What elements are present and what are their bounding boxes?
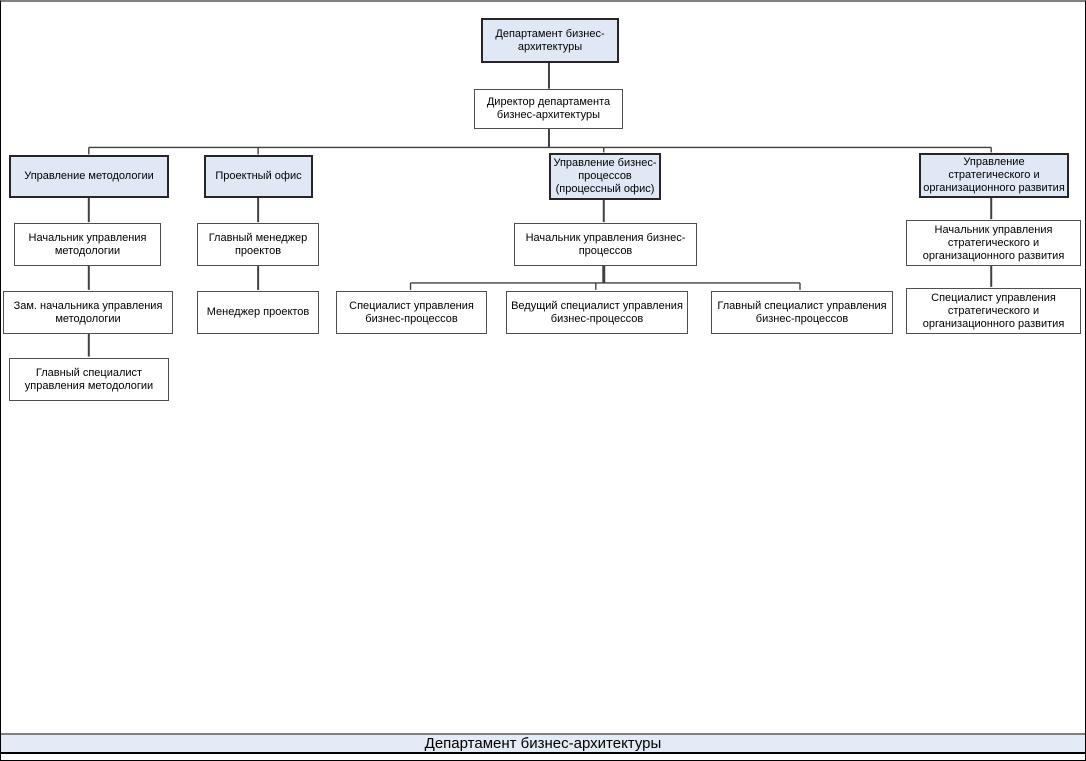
diagram-title-bar: Департамент бизнес-архитектуры [1, 733, 1085, 754]
org-node-label: Управление стратегического и организацио… [923, 156, 1065, 194]
org-node-director[interactable]: Директор департамента бизнес-архитектуры [474, 89, 623, 129]
org-node-label: Департамент бизнес-архитектуры [495, 27, 605, 53]
org-node-deputy-methodology[interactable]: Зам. начальника управления методологии [3, 291, 173, 334]
org-node-chief-spec-methodology[interactable]: Главный специалист управления методологи… [9, 358, 169, 401]
org-node-label: Проектный офис [215, 170, 302, 182]
org-node-label: Главный менеджер проектов [208, 231, 308, 257]
org-node-label: Ведущий специалист управления бизнес-про… [511, 299, 683, 325]
org-node-chief-project-manager[interactable]: Главный менеджер проектов [197, 223, 319, 266]
org-node-label: Начальник управления стратегического и о… [922, 223, 1065, 262]
org-node-label: Главный специалист управления методологи… [24, 366, 154, 392]
org-node-lead-spec-bp[interactable]: Ведущий специалист управления бизнес-про… [506, 291, 688, 334]
org-node-project-office[interactable]: Проектный офис [204, 155, 313, 198]
diagram-title: Департамент бизнес-архитектуры [424, 735, 662, 752]
org-node-unit-methodology[interactable]: Управление методологии [9, 155, 169, 198]
org-node-spec-bp[interactable]: Специалист управления бизнес-процессов [336, 291, 487, 334]
org-node-label: Директор департамента бизнес-архитектуры [486, 96, 611, 121]
org-node-label: Менеджер проектов [206, 306, 310, 318]
org-node-label: Управление бизнес-процессов (процессный … [553, 157, 657, 195]
org-node-label: Специалист управления стратегического и … [922, 291, 1065, 330]
org-node-chief-spec-bp[interactable]: Главный специалист управления бизнес-про… [711, 291, 893, 334]
org-node-label: Начальник управления методологии [28, 231, 147, 257]
org-node-label: Начальник управления бизнес-процессов [525, 231, 686, 257]
org-node-head-methodology[interactable]: Начальник управления методологии [14, 223, 161, 266]
org-node-unit-strategy[interactable]: Управление стратегического и организацио… [919, 153, 1069, 198]
org-node-unit-bp[interactable]: Управление бизнес-процессов (процессный … [549, 153, 661, 200]
org-node-label: Специалист управления бизнес-процессов [349, 299, 474, 325]
org-node-spec-strategy[interactable]: Специалист управления стратегического и … [906, 288, 1081, 334]
org-node-label: Зам. начальника управления методологии [13, 299, 163, 325]
org-node-dept[interactable]: Департамент бизнес-архитектуры [481, 18, 619, 63]
org-node-head-strategy[interactable]: Начальник управления стратегического и о… [906, 220, 1081, 266]
org-node-label: Главный специалист управления бизнес-про… [717, 299, 887, 325]
org-node-head-bp[interactable]: Начальник управления бизнес-процессов [514, 223, 697, 266]
org-node-label: Управление методологии [24, 170, 154, 182]
org-node-project-manager[interactable]: Менеджер проектов [197, 291, 319, 334]
